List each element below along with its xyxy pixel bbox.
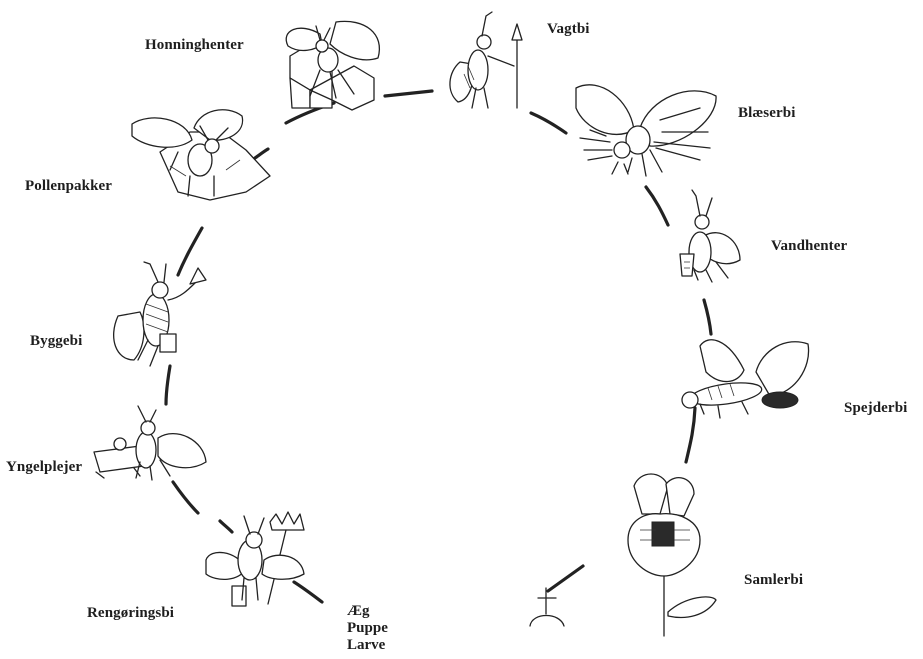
label-spejderbi: Spejderbi bbox=[844, 400, 907, 417]
vagtbi-bee-drawing bbox=[450, 12, 522, 108]
label-vandhenter: Vandhenter bbox=[771, 238, 847, 255]
spejderbi-bee-drawing bbox=[682, 340, 809, 418]
grave-cross-icon bbox=[530, 588, 564, 626]
development-stages: Æg Puppe Larve bbox=[347, 603, 388, 654]
rengoringsbi-bee-drawing bbox=[206, 512, 304, 606]
honninghenter-bee-drawing bbox=[286, 21, 379, 110]
label-samlerbi: Samlerbi bbox=[744, 572, 803, 589]
label-yngelplejer: Yngelplejer bbox=[6, 459, 82, 476]
label-blaeserbi: Blæserbi bbox=[738, 105, 795, 122]
label-vagtbi: Vagtbi bbox=[547, 21, 590, 38]
samlerbi-bee-drawing bbox=[628, 474, 716, 636]
stage-puppe: Puppe bbox=[347, 620, 388, 637]
vandhenter-bee-drawing bbox=[680, 190, 740, 282]
stage-aeg: Æg bbox=[347, 603, 388, 620]
yngelplejer-bee-drawing bbox=[94, 406, 206, 480]
stage-larve: Larve bbox=[347, 637, 388, 654]
byggebi-bee-drawing bbox=[114, 262, 206, 366]
label-honninghenter: Honninghenter bbox=[145, 37, 244, 54]
label-byggebi: Byggebi bbox=[30, 333, 82, 350]
label-rengoringsbi: Rengøringsbi bbox=[87, 605, 174, 622]
label-pollenpakker: Pollenpakker bbox=[25, 178, 112, 195]
pollenpakker-bee-drawing bbox=[132, 110, 270, 200]
blaeserbi-bee-drawing bbox=[576, 85, 716, 176]
